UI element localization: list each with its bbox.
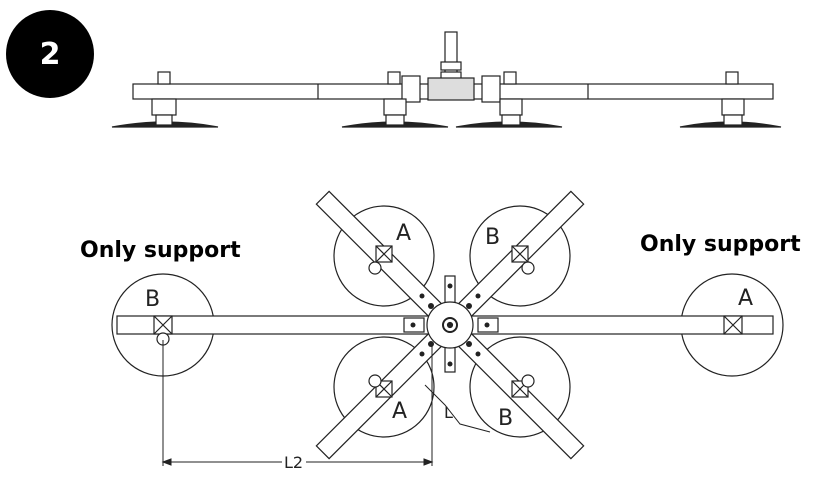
dimension-label-l: L (444, 403, 453, 422)
step-number-badge: 2 (6, 10, 94, 98)
cup-label-upper-right: B (485, 225, 500, 250)
cup-label-lower-left: A (392, 399, 407, 424)
side-mount-center-right (499, 71, 523, 126)
side-view (111, 31, 782, 128)
step-number: 2 (39, 36, 61, 72)
cup-label-far-right: A (738, 286, 753, 311)
only-support-label-right: Only support (640, 232, 801, 257)
dimension-l (424, 384, 491, 433)
side-mount-left (151, 71, 177, 126)
top-view (111, 190, 784, 466)
dimension-label-l2: L2 (284, 453, 303, 472)
cup-label-far-left: B (145, 287, 160, 312)
side-mount-right (721, 71, 745, 126)
cup-label-lower-right: B (498, 406, 513, 431)
knobs (156, 261, 535, 388)
bolt-dots (410, 283, 490, 367)
cup-mounts (153, 245, 743, 398)
cup-label-upper-left: A (396, 221, 411, 246)
side-mount-center-left (383, 71, 407, 126)
dimension-l2 (161, 340, 434, 466)
only-support-label-left: Only support (80, 238, 241, 263)
